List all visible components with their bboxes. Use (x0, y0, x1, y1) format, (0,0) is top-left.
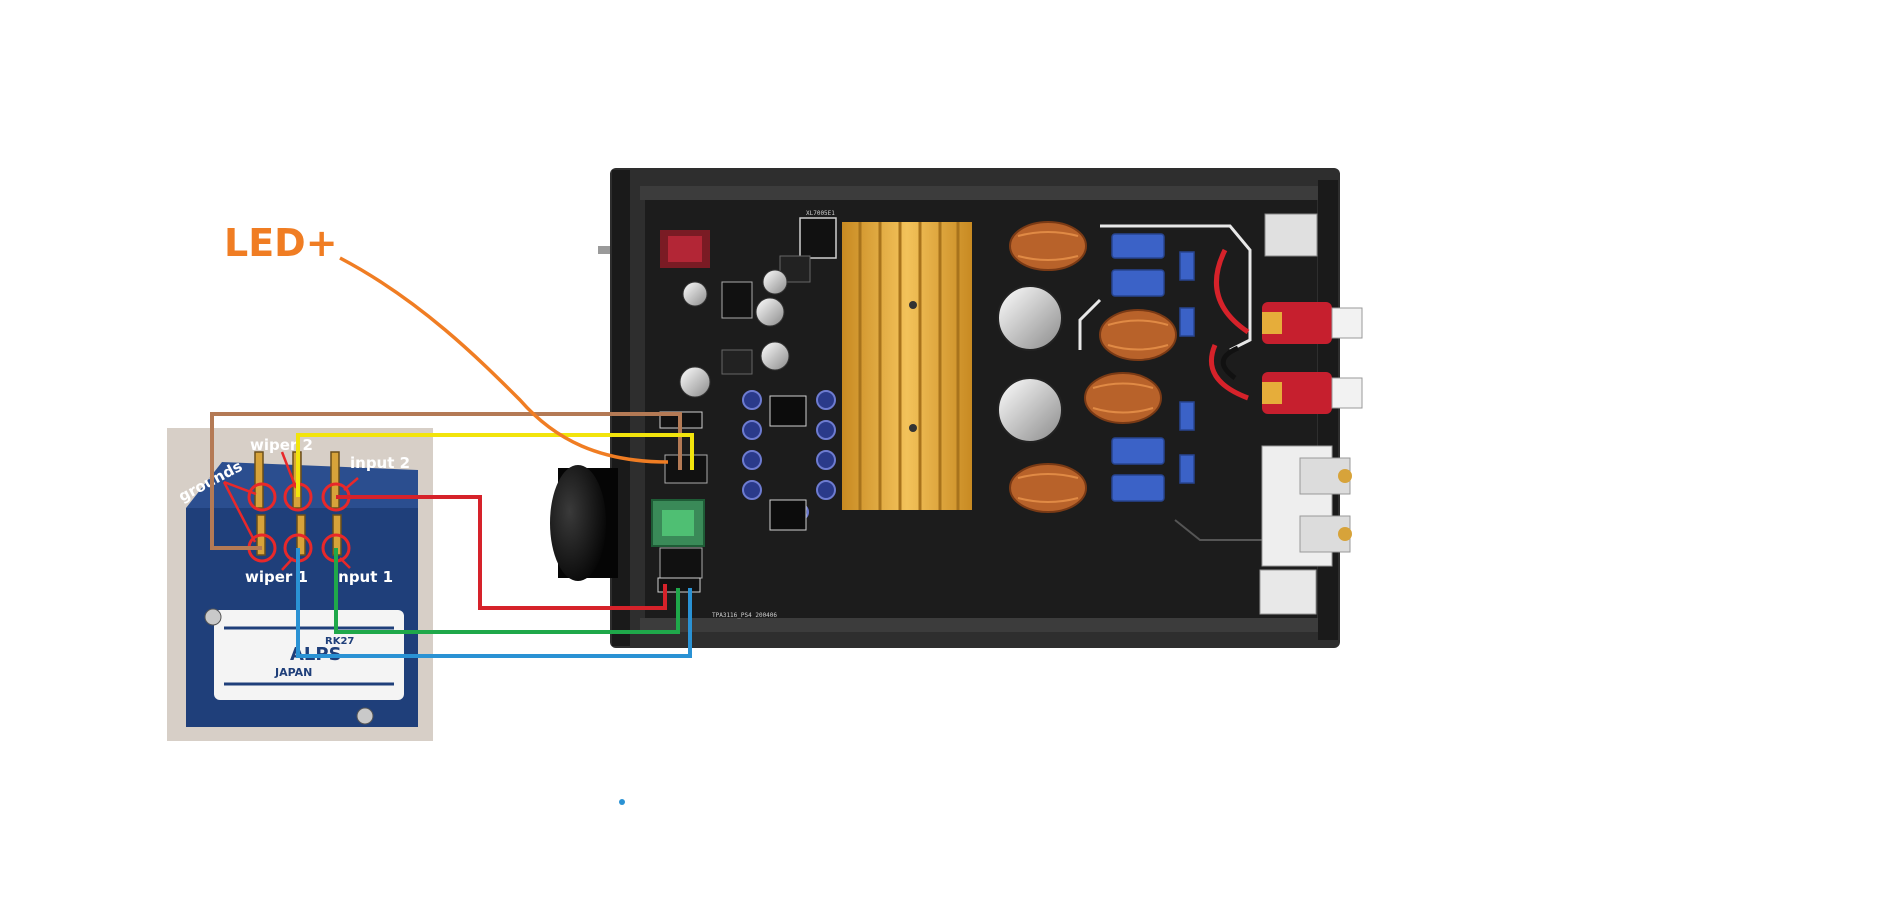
rca-jacks (1261, 445, 1352, 567)
op-amp-chip (769, 395, 807, 427)
board-id-label: TPA3116_PS4 200406 (712, 612, 777, 619)
pcb-trace (1078, 298, 1102, 350)
wire-grounds (210, 412, 682, 550)
label-led-plus: LED+ (224, 221, 338, 265)
label-arrows (222, 451, 359, 571)
speaker-wire (1213, 248, 1250, 335)
rear-connector (1264, 213, 1318, 257)
green-connector-body (662, 510, 694, 536)
wire-input-1 (334, 548, 680, 634)
heatsink-screw (909, 301, 917, 309)
wire-led (339, 256, 669, 464)
heatsink-fins (858, 222, 960, 510)
pcb-pad (659, 547, 703, 579)
regulator-label: XL7005E1 (806, 210, 835, 217)
label-input-1: input 1 (333, 568, 393, 586)
regulator-chip (799, 217, 837, 259)
heatsink-screw (909, 424, 917, 432)
heatsink (842, 222, 972, 510)
mosfet (721, 281, 753, 319)
pot-model: RK27 (325, 636, 354, 647)
binding-posts (1262, 302, 1363, 414)
pot-screw (356, 707, 374, 725)
wiring (210, 256, 694, 658)
green-connector (651, 499, 705, 547)
power-switch-toggle (668, 236, 702, 262)
stray-dot (619, 799, 625, 805)
pcb-trace (1100, 224, 1252, 352)
pot-label-stripes (224, 626, 394, 686)
speaker-wire (1208, 344, 1249, 401)
small-capacitors (679, 269, 790, 398)
toroid-windings (1017, 231, 1169, 503)
pcb-pad (664, 454, 708, 484)
volume-knob-face (550, 465, 606, 581)
amplifier-board-photo: XL7005E1 (550, 168, 1363, 648)
label-wiper-1: wiper 1 (245, 568, 308, 586)
bulk-capacitors (997, 285, 1063, 443)
wire-wiper-1 (296, 548, 692, 658)
switch-shaft (598, 246, 616, 254)
dc-jack (1259, 569, 1317, 615)
wire-wiper-2 (296, 433, 694, 497)
speaker-wire (1220, 345, 1240, 381)
top-rail (640, 186, 1318, 200)
label-wiper-2: wiper 2 (250, 436, 313, 454)
pot-country: JAPAN (274, 666, 312, 679)
pot-screw (204, 608, 222, 626)
wire-input-2 (336, 495, 667, 610)
bottom-rail (640, 618, 1318, 632)
pcb (645, 200, 1317, 618)
label-input-2: input 2 (350, 454, 410, 472)
film-capacitors (1111, 233, 1195, 502)
inductor-small (721, 349, 753, 375)
op-amp-chip (769, 499, 807, 531)
